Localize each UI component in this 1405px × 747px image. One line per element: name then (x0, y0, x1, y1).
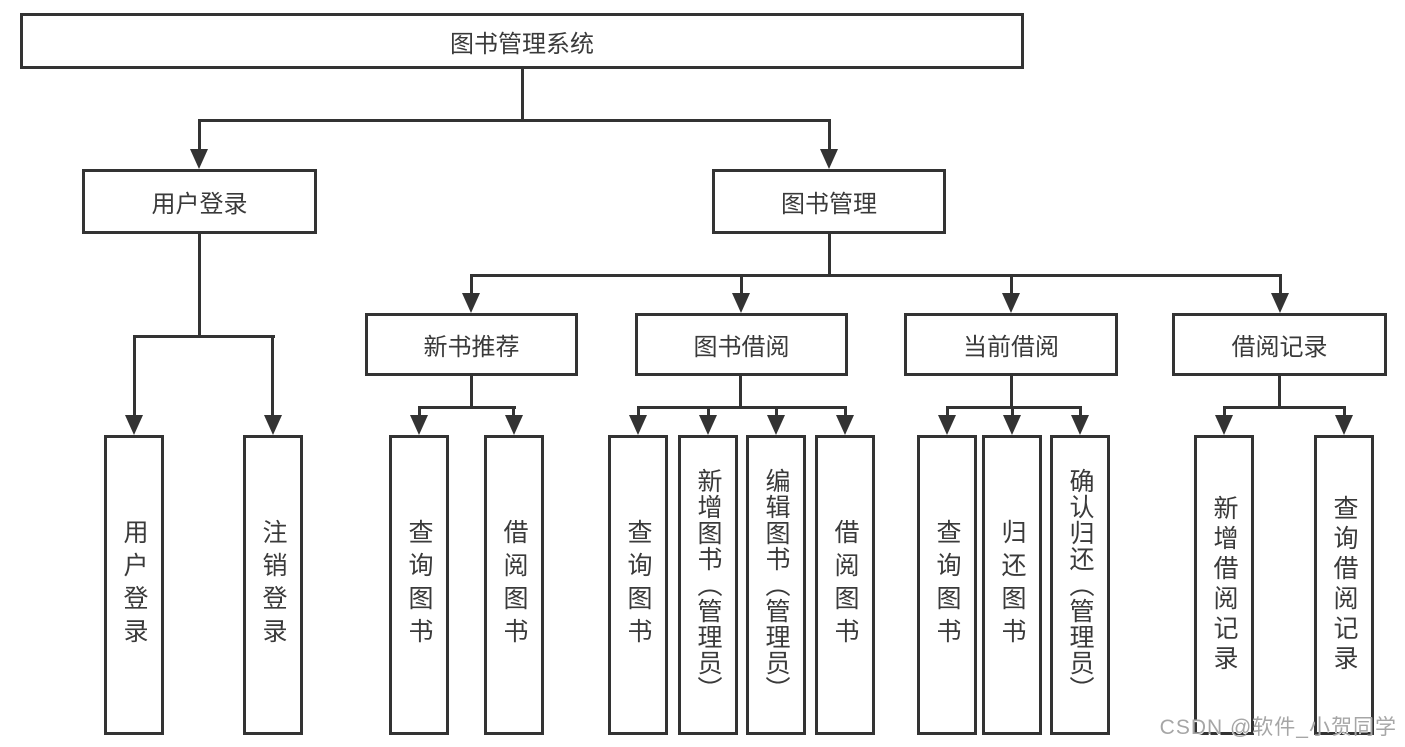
node-library-management-system: 图书管理系统 (20, 13, 1024, 69)
node-label: 图书管理 (781, 191, 877, 218)
connector-line (1278, 376, 1281, 408)
arrowhead-icon (820, 149, 838, 169)
connector-line (739, 376, 742, 408)
arrowhead-icon (699, 415, 717, 435)
connector-line (198, 233, 201, 336)
arrowhead-icon (1071, 415, 1089, 435)
connector-line (470, 274, 1282, 277)
node-book-borrowing: 图书借阅 (635, 313, 848, 376)
connector-line (828, 119, 831, 152)
node-confirm-return-admin: 确认归还（管理员） (1050, 435, 1110, 735)
node-query-borrow-record: 查询借阅记录 (1314, 435, 1374, 735)
connector-line (946, 406, 1082, 409)
node-add-borrow-record: 新增借阅记录 (1194, 435, 1254, 735)
node-label: 注销登录 (259, 519, 287, 651)
arrowhead-icon (1335, 415, 1353, 435)
node-label: 查询图书 (624, 519, 652, 651)
connector-line (521, 69, 524, 119)
arrowhead-icon (732, 293, 750, 313)
arrowhead-icon (1003, 415, 1021, 435)
node-label: 查询借阅记录 (1330, 495, 1358, 675)
node-logout: 注销登录 (243, 435, 303, 735)
csdn-watermark: CSDN @软件_小贺同学 (1159, 716, 1397, 739)
node-query-books-current: 查询图书 (917, 435, 977, 735)
node-label: 借阅图书 (831, 519, 859, 651)
node-label: 用户登录 (120, 519, 148, 651)
connector-line (946, 406, 949, 418)
node-user-login-group: 用户登录 (82, 169, 317, 234)
node-label: 借阅图书 (500, 519, 528, 651)
node-label: 当前借阅 (963, 334, 1059, 361)
connector-line (418, 406, 516, 409)
connector-line (418, 406, 421, 418)
connector-line (198, 119, 201, 152)
connector-line (1011, 406, 1014, 418)
arrowhead-icon (1215, 415, 1233, 435)
arrowhead-icon (462, 293, 480, 313)
node-label: 新书推荐 (423, 334, 520, 361)
node-label: 用户登录 (151, 191, 248, 218)
connector-line (1223, 406, 1226, 418)
connector-line (271, 335, 274, 418)
node-label: 归还图书 (998, 519, 1026, 651)
node-label: 确认归还（管理员） (1066, 468, 1094, 702)
node-user-login: 用户登录 (104, 435, 164, 735)
node-label: 借阅记录 (1231, 334, 1328, 361)
arrowhead-icon (938, 415, 956, 435)
connector-line (512, 406, 515, 418)
node-current-borrowing: 当前借阅 (904, 313, 1118, 376)
node-label: 图书借阅 (693, 334, 790, 361)
node-borrow-books-recommend: 借阅图书 (484, 435, 544, 735)
connector-line (470, 376, 473, 408)
node-label: 查询图书 (933, 519, 961, 651)
connector-line (1079, 406, 1082, 418)
connector-line (1010, 274, 1013, 296)
node-new-book-recommend: 新书推荐 (365, 313, 578, 376)
connector-line (1223, 406, 1346, 409)
arrowhead-icon (410, 415, 428, 435)
arrowhead-icon (1271, 293, 1289, 313)
node-label: 编辑图书（管理员） (762, 468, 790, 702)
connector-line (198, 119, 831, 122)
node-book-management: 图书管理 (712, 169, 946, 234)
connector-line (1343, 406, 1346, 418)
arrowhead-icon (1002, 293, 1020, 313)
connector-line (828, 233, 831, 276)
node-add-books-admin: 新增图书（管理员） (678, 435, 738, 735)
connector-line (637, 406, 847, 409)
connector-line (133, 335, 136, 418)
node-label: 新增图书（管理员） (694, 468, 722, 702)
node-query-books-borrowing: 查询图书 (608, 435, 668, 735)
connector-line (637, 406, 640, 418)
connector-line (707, 406, 710, 418)
connector-line (133, 335, 275, 338)
arrowhead-icon (767, 415, 785, 435)
node-borrow-records: 借阅记录 (1172, 313, 1387, 376)
connector-line (1279, 274, 1282, 296)
arrowhead-icon (836, 415, 854, 435)
arrowhead-icon (629, 415, 647, 435)
node-label: 图书管理系统 (450, 30, 594, 58)
node-return-books: 归还图书 (982, 435, 1042, 735)
arrowhead-icon (505, 415, 523, 435)
node-borrow-books: 借阅图书 (815, 435, 875, 735)
connector-line (1010, 376, 1013, 408)
node-query-books-recommend: 查询图书 (389, 435, 449, 735)
node-label: 查询图书 (405, 519, 433, 651)
connector-line (844, 406, 847, 418)
connector-line (740, 274, 743, 296)
arrowhead-icon (125, 415, 143, 435)
connector-line (470, 274, 473, 296)
arrowhead-icon (190, 149, 208, 169)
node-label: 新增借阅记录 (1210, 495, 1238, 675)
node-edit-books-admin: 编辑图书（管理员） (746, 435, 806, 735)
connector-line (775, 406, 778, 418)
arrowhead-icon (264, 415, 282, 435)
